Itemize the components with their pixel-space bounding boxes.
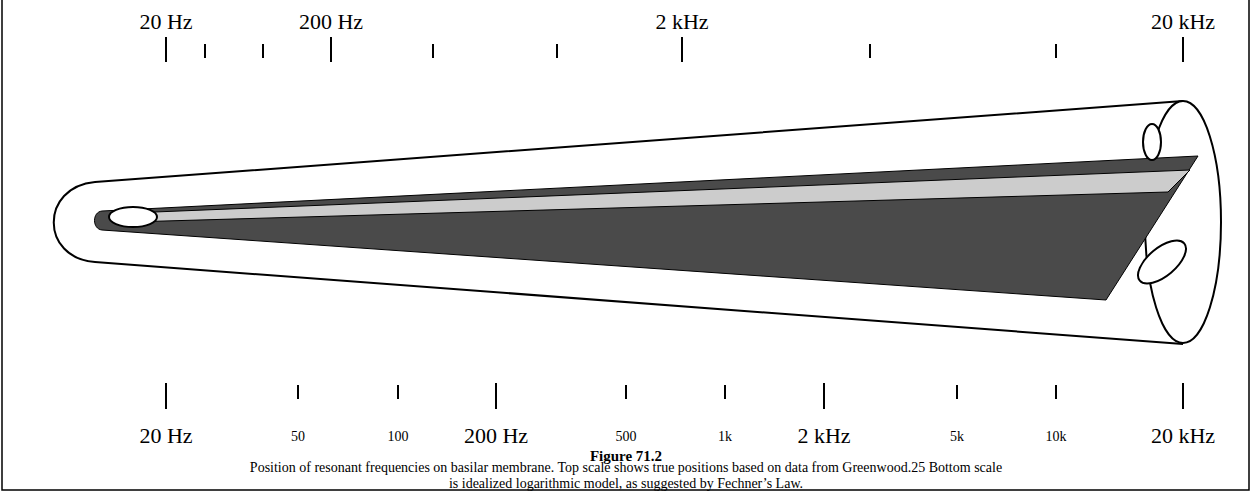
oval-window (1143, 124, 1161, 160)
scale-label: 50 (291, 429, 305, 444)
helicotrema (109, 207, 157, 227)
basilar-membrane (95, 156, 1199, 300)
figure-caption: Position of resonant frequencies on basi… (246, 460, 1006, 492)
scale-label: 2 kHz (797, 424, 850, 448)
scale-label: 500 (616, 429, 637, 444)
scale-label: 20 Hz (139, 10, 192, 34)
scale-label: 1k (718, 429, 732, 444)
round-window (1131, 233, 1193, 292)
scale-label: 10k (1046, 429, 1067, 444)
scale-label: 200 Hz (299, 10, 363, 34)
scale-label: 20 kHz (1151, 424, 1215, 448)
scale-label: 5k (950, 429, 964, 444)
scale-label: 20 Hz (139, 424, 192, 448)
membrane-band (130, 170, 1190, 222)
scale-label: 100 (388, 429, 409, 444)
scale-label: 200 Hz (464, 424, 528, 448)
top-scale-ticks (166, 37, 1183, 62)
bottom-scale-ticks (166, 383, 1183, 409)
scale-label: 2 kHz (655, 10, 708, 34)
scale-label: 20 kHz (1151, 10, 1215, 34)
